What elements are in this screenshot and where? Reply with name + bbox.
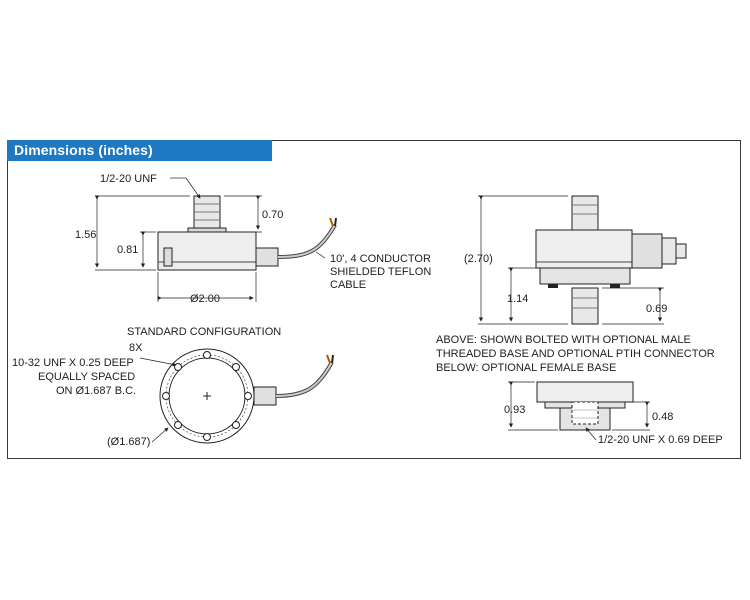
cable-label-line3: CABLE bbox=[330, 279, 366, 291]
note-line3: BELOW: OPTIONAL FEMALE BASE bbox=[436, 362, 616, 374]
hole-spec-line1: 10-32 UNF X 0.25 DEEP bbox=[12, 357, 134, 369]
side-view-with-options bbox=[478, 195, 687, 325]
dimensions-frame bbox=[7, 140, 741, 459]
top-view bbox=[139, 348, 334, 444]
dim-height-total: 1.56 bbox=[75, 229, 96, 241]
dim-female-depth: 0.48 bbox=[652, 411, 673, 423]
dim-body-height: 0.81 bbox=[117, 244, 138, 256]
dim-height-with-base: (2.70) bbox=[464, 253, 493, 265]
config-label: STANDARD CONFIGURATION bbox=[127, 326, 281, 338]
dimensions-header-bar bbox=[7, 140, 272, 161]
bolt-circle-dim: (Ø1.687) bbox=[107, 436, 150, 448]
side-view-standard bbox=[94, 177, 337, 302]
dim-height-lower: 1.14 bbox=[507, 293, 528, 305]
dim-base-height: 0.69 bbox=[646, 303, 667, 315]
female-thread-label: 1/2-20 UNF X 0.69 DEEP bbox=[598, 434, 723, 446]
dimensions-title: Dimensions (inches) bbox=[14, 142, 153, 158]
dim-diameter: Ø2.00 bbox=[190, 293, 220, 305]
dim-female-height: 0.93 bbox=[504, 404, 525, 416]
female-base-view bbox=[508, 381, 650, 441]
thread-label-top: 1/2-20 UNF bbox=[100, 173, 157, 185]
note-line1: ABOVE: SHOWN BOLTED WITH OPTIONAL MALE bbox=[436, 334, 691, 346]
dim-post-height: 0.70 bbox=[262, 209, 283, 221]
hole-spec-line3: ON Ø1.687 B.C. bbox=[56, 385, 136, 397]
cable-label-line1: 10', 4 CONDUCTOR bbox=[330, 253, 431, 265]
cable-label-line2: SHIELDED TEFLON bbox=[330, 266, 431, 278]
hole-count: 8X bbox=[129, 342, 143, 354]
note-line2: THREADED BASE AND OPTIONAL PTIH CONNECTO… bbox=[436, 348, 715, 360]
hole-spec-line2: EQUALLY SPACED bbox=[38, 371, 135, 383]
